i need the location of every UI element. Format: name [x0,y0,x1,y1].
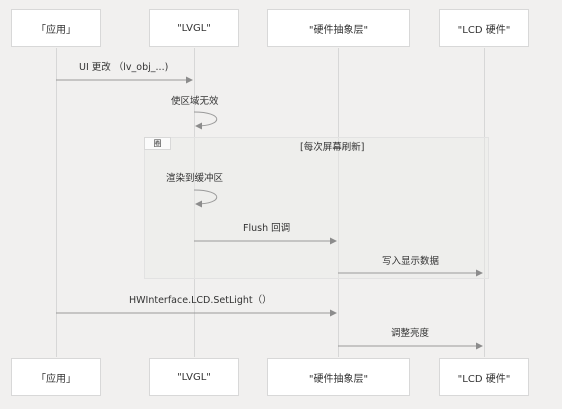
message-flush-callback: Flush 回调 [243,223,291,234]
participant-lvgl-bottom: "LVGL" [149,358,239,396]
loop-fragment [144,137,489,279]
participant-hal-top: "硬件抽象层" [267,9,410,47]
participant-lcd-bottom: "LCD 硬件" [439,358,529,396]
loop-tag: 圈 [144,137,171,150]
message-render: 渲染到缓冲区 [166,173,224,184]
message-set-light: HWInterface.LCD.SetLight（） [129,295,272,306]
lifeline-lvgl [194,48,195,357]
participant-lcd-top: "LCD 硬件" [439,9,529,47]
message-adjust-brightness: 调整亮度 [391,328,430,339]
participant-app-bottom: 「应用」 [11,358,101,396]
lifeline-hal [338,48,339,357]
message-invalidate: 使区域无效 [171,96,219,107]
participant-hal-bottom: "硬件抽象层" [267,358,410,396]
arrow-render-self [193,189,218,208]
participant-app-top: 「应用」 [11,9,101,47]
message-write-display: 写入显示数据 [382,256,440,267]
loop-label: [每次屏幕刷新] [300,142,365,153]
lifeline-app [56,48,57,357]
arrow-invalidate-self [193,111,218,130]
participant-lvgl-top: "LVGL" [149,9,239,47]
message-ui-change: UI 更改 （lv_obj_...) [79,62,169,73]
lifeline-lcd [484,48,485,357]
